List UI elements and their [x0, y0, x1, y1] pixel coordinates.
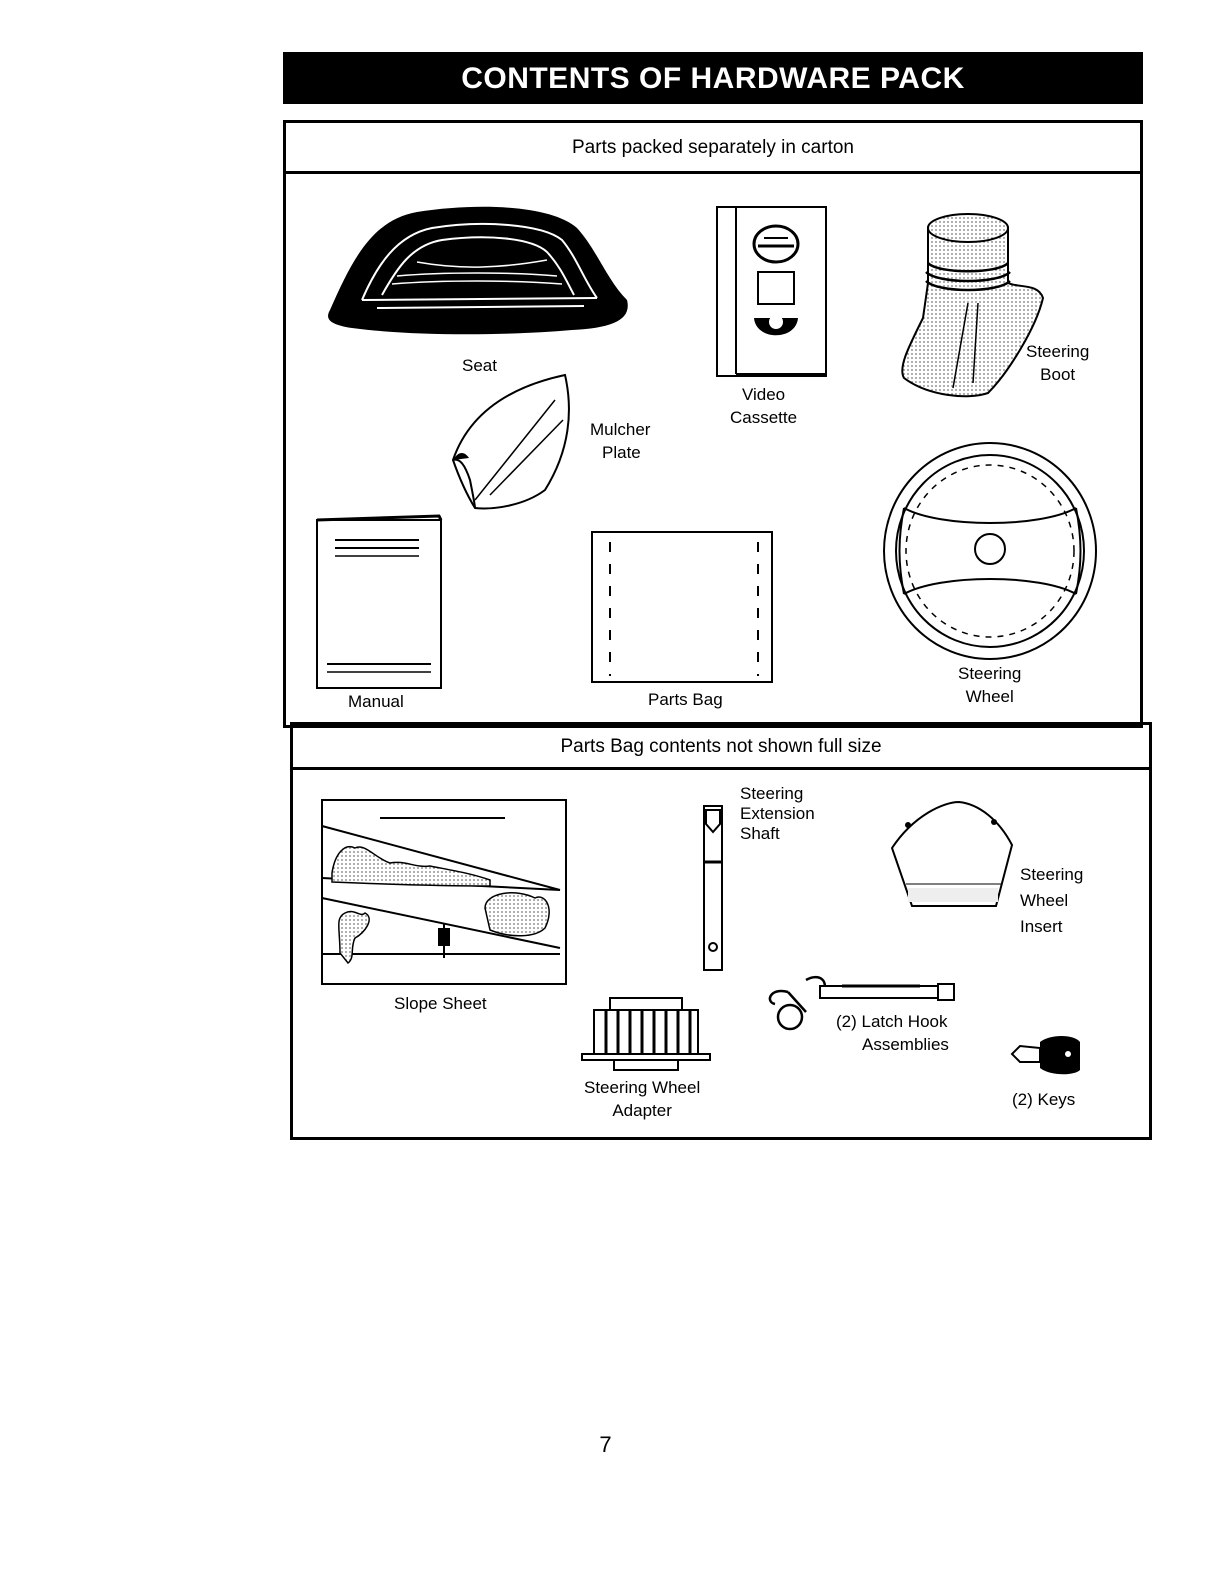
mulcher-plate-label: Mulcher Plate — [590, 418, 650, 464]
wheel-insert-illustration — [884, 800, 1018, 912]
key-icon — [1010, 1034, 1084, 1076]
wheel-insert-label: Steering Wheel Insert — [1020, 862, 1083, 940]
manual-illustration — [315, 514, 445, 690]
parts-bag-section-heading: Parts Bag contents not shown full size — [290, 722, 1152, 770]
wheel-adapter-illustration — [580, 996, 712, 1072]
mulcher-plate-label-line1: Mulcher — [590, 418, 650, 441]
wheel-insert-label-line2: Wheel — [1020, 888, 1083, 914]
wheel-adapter-label: Steering Wheel Adapter — [584, 1076, 700, 1122]
steering-boot-label-line1: Steering — [1026, 340, 1089, 363]
mulcher-plate-label-line2: Plate — [590, 441, 650, 464]
parts-bag-illustration — [590, 530, 774, 684]
steering-wheel-label: Steering Wheel — [958, 662, 1021, 708]
parts-bag-label: Parts Bag — [648, 688, 723, 711]
latch-hook-label: (2) Latch Hook Assemblies — [836, 1010, 949, 1056]
carton-section-heading: Parts packed separately in carton — [283, 120, 1143, 174]
mulcher-plate-illustration — [445, 370, 575, 515]
extension-shaft-label-line2: Extension — [740, 804, 815, 824]
page-title: CONTENTS OF HARDWARE PACK — [283, 52, 1143, 104]
wheel-insert-label-line3: Insert — [1020, 914, 1083, 940]
extension-shaft-label-line1: Steering — [740, 784, 815, 804]
video-cassette-label: Video Cassette — [730, 383, 797, 429]
latch-hook-label-line1: (2) Latch Hook — [836, 1010, 949, 1033]
keys-label: (2) Keys — [1012, 1088, 1075, 1111]
slope-sheet-label: Slope Sheet — [394, 992, 487, 1015]
steering-boot-illustration — [898, 208, 1046, 403]
extension-shaft-label: Steering Extension Shaft — [740, 784, 815, 844]
wheel-insert-label-line1: Steering — [1020, 862, 1083, 888]
latch-hook-label-line2: Assemblies — [836, 1033, 949, 1056]
video-cassette-illustration — [716, 206, 828, 378]
wheel-adapter-label-line2: Adapter — [584, 1099, 700, 1122]
steering-wheel-label-line1: Steering — [958, 662, 1021, 685]
steering-wheel-illustration — [880, 438, 1100, 664]
extension-shaft-illustration — [700, 802, 726, 974]
seat-illustration — [322, 200, 634, 340]
steering-wheel-label-line2: Wheel — [958, 685, 1021, 708]
page-number: 7 — [0, 1432, 1211, 1458]
steering-boot-label-line2: Boot — [1026, 363, 1089, 386]
steering-boot-label: Steering Boot — [1026, 340, 1089, 386]
video-cassette-label-line1: Video — [730, 383, 797, 406]
slope-sheet-illustration — [320, 798, 568, 986]
wheel-adapter-label-line1: Steering Wheel — [584, 1076, 700, 1099]
extension-shaft-label-line3: Shaft — [740, 824, 815, 844]
manual-label: Manual — [348, 690, 404, 713]
video-cassette-label-line2: Cassette — [730, 406, 797, 429]
